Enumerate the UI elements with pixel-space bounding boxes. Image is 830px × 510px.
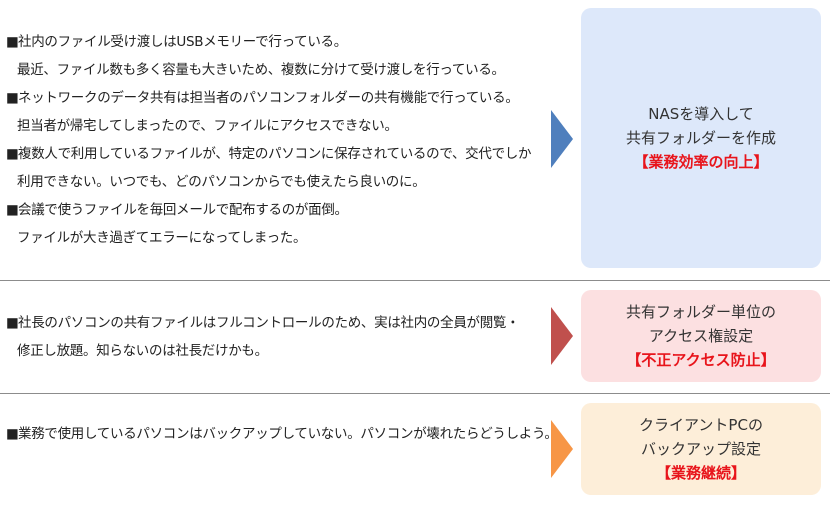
problem-line: ■業務で使用しているパソコンはバックアップしていない。パソコンが壊れたらどうしよ… [6,426,558,442]
bullet-icon: ■ [6,90,19,106]
section-divider [0,280,830,281]
problem-line: ■複数人で利用しているファイルが、特定のパソコンに保存されているので、交代でしか [6,146,532,162]
solution-box: NASを導入して 共有フォルダーを作成 【業務効率の向上】 [581,8,821,268]
solution-line: アクセス権設定 [648,327,754,345]
problem-line: ■会議で使うファイルを毎回メールで配布するのが面倒。 [6,202,348,218]
bullet-icon: ■ [6,34,19,50]
solution-box: 共有フォルダー単位の アクセス権設定 【不正アクセス防止】 [581,290,821,382]
solution-highlight: 【不正アクセス防止】 [626,351,776,369]
solution-line: クライアントPCの [639,416,763,434]
problem-line: 利用できない。いつでも、どのパソコンからでも使えたら良いのに。 [17,174,426,190]
bullet-icon: ■ [6,146,19,162]
problem-line: ■社内のファイル受け渡しはUSBメモリーで行っている。 [6,34,347,50]
solution-highlight: 【業務効率の向上】 [633,153,769,171]
problem-line: 最近、ファイル数も多く容量も大きいため、複数に分けて受け渡しを行っている。 [17,62,505,78]
section-divider [0,393,830,394]
bullet-icon: ■ [6,202,19,218]
bullet-icon: ■ [6,315,19,331]
solution-line: バックアップ設定 [640,440,761,458]
solution-line: NASを導入して [648,105,754,123]
solution-line: 共有フォルダー単位の [625,303,776,321]
problem-line: ファイルが大き過ぎてエラーになってしまった。 [17,230,307,246]
solution-line: 共有フォルダーを作成 [625,129,776,147]
arrow-right-icon [551,420,573,478]
arrow-right-icon [551,110,573,168]
problem-line: 担当者が帰宅してしまったので、ファイルにアクセスできない。 [17,118,398,134]
problem-line: ■社長のパソコンの共有ファイルはフルコントロールのため、実は社内の全員が閲覧・ [6,315,520,331]
arrow-right-icon [551,307,573,365]
problem-line: ■ネットワークのデータ共有は担当者のパソコンフォルダーの共有機能で行っている。 [6,90,519,106]
problem-line: 修正し放題。知らないのは社長だけかも。 [17,343,268,359]
solution-box: クライアントPCの バックアップ設定 【業務継続】 [581,403,821,495]
bullet-icon: ■ [6,426,19,442]
solution-highlight: 【業務継続】 [655,464,746,482]
